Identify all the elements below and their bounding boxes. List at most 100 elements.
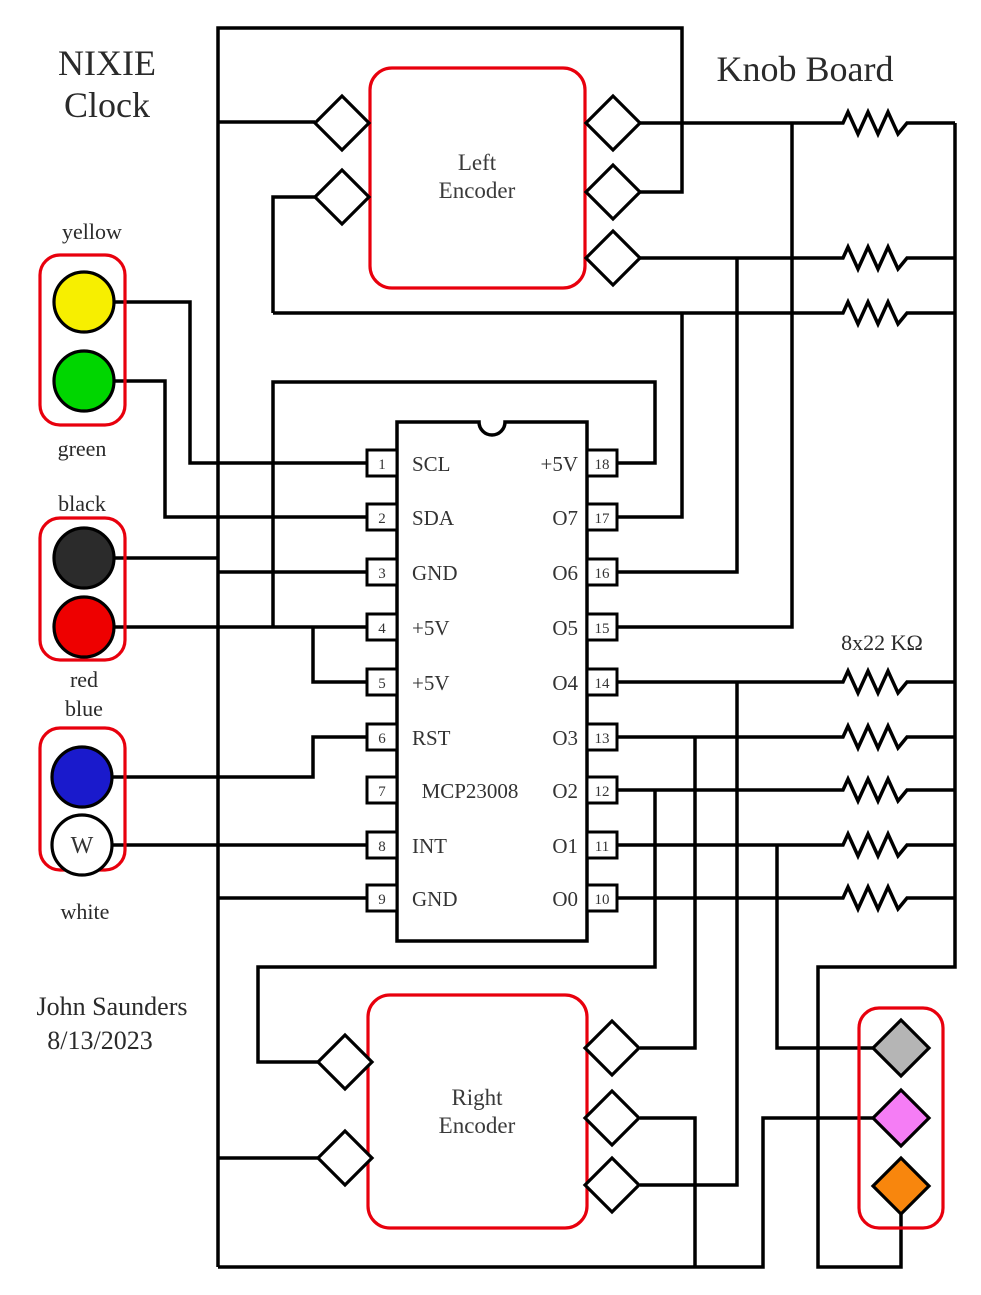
left-encoder: Left Encoder (312, 66, 643, 290)
right-encoder-a-diamond (582, 1018, 642, 1078)
pin9-box (365, 883, 399, 913)
blue-label: blue (65, 696, 103, 721)
pin11-label: O1 (552, 834, 578, 858)
pin9-number: 9 (378, 892, 386, 908)
pin5-number: 5 (378, 676, 386, 692)
blue-wire-pad (50, 745, 114, 809)
resistor-row-o2 (617, 774, 955, 806)
pin2-box (365, 502, 399, 532)
pin18-label: +5V (540, 452, 578, 476)
right-encoder: Right Encoder (315, 993, 642, 1230)
device-title-line1: NIXIE (58, 43, 156, 83)
left-encoder-sw1-diamond (312, 93, 372, 153)
yellow-scl-wire (112, 300, 367, 465)
o6-riser (617, 258, 739, 574)
right-encoder-sw1-diamond (315, 1032, 375, 1092)
black-label: black (58, 491, 106, 516)
pin8-label: INT (412, 834, 447, 858)
pin1-box (365, 448, 399, 478)
black-red-connector-box (38, 516, 127, 662)
green-wire-pad (52, 349, 116, 413)
pin12-label: O2 (552, 779, 578, 803)
pin12-number: 12 (595, 784, 610, 800)
pin11-number: 11 (595, 839, 609, 855)
o2-riser-to-switch (256, 790, 657, 1064)
gray-wire-pad (870, 1017, 932, 1079)
resistor-value-label: 8x22 KΩ (841, 630, 923, 655)
pin1-label: SCL (412, 452, 451, 476)
blue-rst-wire (110, 735, 367, 779)
resistor-row-o4 (617, 666, 955, 698)
pin17-box (585, 502, 619, 532)
pin4-number: 4 (378, 621, 386, 637)
o4-riser (640, 682, 739, 1187)
right-encoder-b-diamond (582, 1155, 642, 1215)
left-switch-feed (271, 195, 315, 313)
right-encoder-common-gnd (640, 1116, 697, 1267)
resistor-row-o5 (640, 107, 955, 139)
pin3-number: 3 (378, 566, 386, 582)
yellow-green-connector-box (38, 253, 127, 427)
pin18-number: 18 (595, 457, 610, 473)
right-encoder-label-1: Right (451, 1085, 503, 1110)
gnd-bottom-to-pink (218, 1116, 873, 1269)
pin5-power-stub (311, 627, 367, 684)
o7-riser (617, 313, 684, 519)
pin6-number: 6 (378, 731, 386, 747)
pin16-label: O6 (552, 561, 578, 585)
pin6-label: RST (412, 726, 451, 750)
pin14-label: O4 (552, 671, 578, 695)
green-sda-wire (112, 379, 367, 519)
board-title: Knob Board (717, 49, 894, 89)
left-encoder-label-2: Encoder (439, 178, 516, 203)
pin10-number: 10 (595, 892, 610, 908)
clock-connectors: W yellow green black red blue white (38, 219, 127, 924)
pin10-label: O0 (552, 887, 578, 911)
device-title-line2: Clock (64, 85, 150, 125)
pin3-box (365, 557, 399, 587)
gray-pink-orange-connector-box (857, 1006, 945, 1230)
pin13-label: O3 (552, 726, 578, 750)
pin15-label: O5 (552, 616, 578, 640)
pin8-box (365, 830, 399, 860)
pin7-number: 7 (378, 784, 386, 800)
ic-mcp23008: 1 2 3 4 5 6 7 8 9 18 17 16 15 14 13 12 1… (365, 420, 619, 943)
pin5-label: +5V (412, 671, 450, 695)
resistor-row-o7 (273, 297, 955, 329)
white-label: white (61, 899, 110, 924)
o5-riser (617, 123, 794, 629)
author-name: John Saunders (37, 992, 188, 1021)
pin17-number: 17 (595, 511, 611, 527)
pin15-number: 15 (595, 621, 610, 637)
pin4-label: +5V (412, 616, 450, 640)
resistor-row-o6 (640, 242, 955, 274)
yellow-label: yellow (62, 219, 122, 244)
pin8-number: 8 (378, 839, 386, 855)
black-wire-pad (52, 526, 116, 590)
pullup-resistor-rows (256, 107, 955, 1187)
pin14-box (585, 667, 619, 697)
o1-riser-to-gray (775, 845, 873, 1050)
white-pad-letter: W (71, 833, 94, 859)
green-label: green (58, 436, 107, 461)
pin12-box (585, 775, 619, 805)
resistor-row-o0 (617, 882, 955, 914)
pin16-box (585, 557, 619, 587)
left-encoder-sw2-diamond (312, 167, 372, 227)
left-encoder-a-diamond (583, 93, 643, 153)
pin4-box (365, 612, 399, 642)
resistor-row-o1 (617, 829, 955, 861)
pink-wire-pad (870, 1087, 932, 1149)
pin6-box (365, 722, 399, 752)
right-encoder-label-2: Encoder (439, 1113, 516, 1138)
titles: NIXIE Clock Knob Board John Saunders 8/1… (37, 43, 923, 1055)
right-encoder-sw2-diamond (315, 1128, 375, 1188)
pin13-box (585, 722, 619, 752)
ic-name: MCP23008 (422, 779, 519, 803)
red-label: red (70, 667, 98, 692)
pin18-box (585, 448, 619, 478)
resistor-row-o3 (617, 721, 955, 753)
orange-power-bus (816, 123, 957, 1269)
white-wire-pad (50, 813, 114, 877)
